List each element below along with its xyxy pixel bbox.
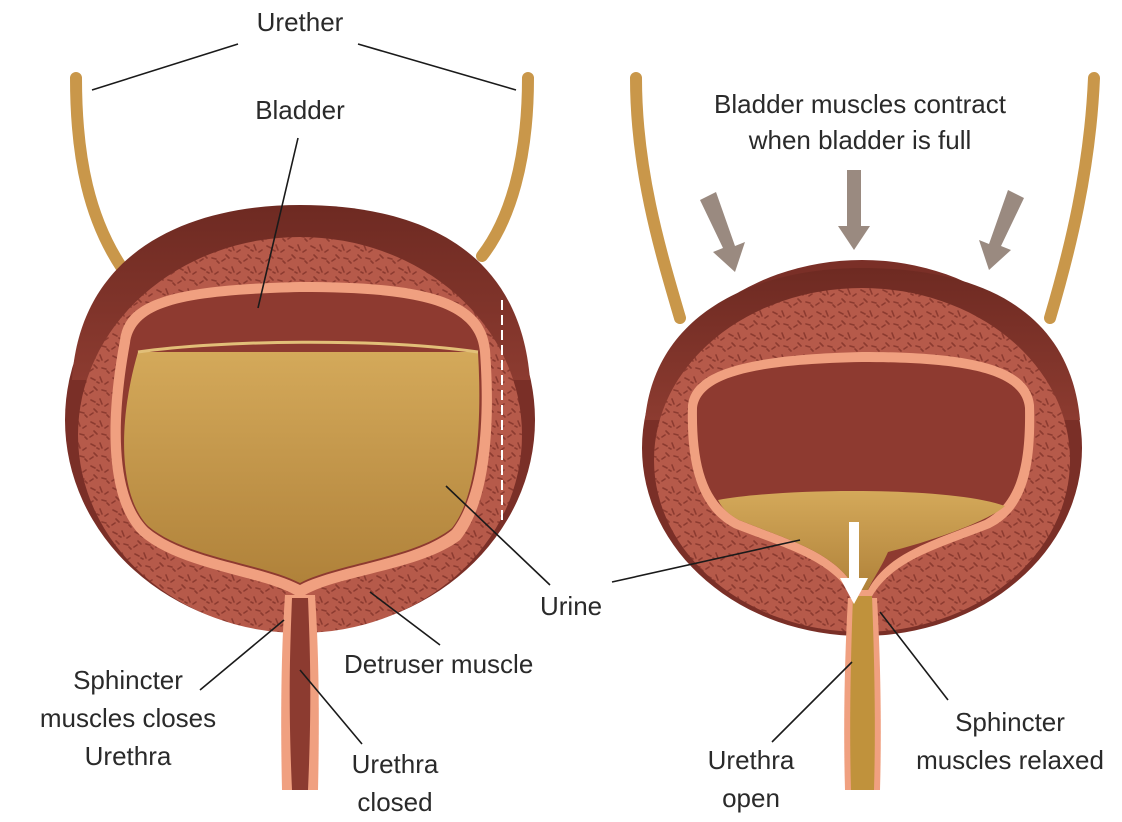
label-urethra-open-1: Urethra — [676, 744, 826, 776]
label-detruser-muscle: Detruser muscle — [344, 648, 533, 680]
label-urethra-closed-2: closed — [320, 786, 470, 818]
label-sphincter-relaxed-1: Sphincter — [900, 706, 1120, 738]
caption-line-1: Bladder muscles contract — [640, 88, 1080, 120]
label-sphincter-closes-1: Sphincter — [18, 664, 238, 696]
caption-line-2: when bladder is full — [640, 124, 1080, 156]
contraction-arrow-right — [979, 190, 1024, 270]
leader-urethra-open — [772, 662, 852, 742]
label-urether: Urether — [220, 6, 380, 38]
label-bladder: Bladder — [220, 94, 380, 126]
leader-urether-right — [358, 44, 516, 90]
label-sphincter-relaxed-2: muscles relaxed — [900, 744, 1120, 776]
left-ureter-left — [76, 78, 122, 268]
label-urethra-open-2: open — [676, 782, 826, 814]
label-sphincter-closes-3: Urethra — [18, 740, 238, 772]
contraction-arrow-center — [838, 170, 870, 250]
contraction-arrows — [700, 170, 1024, 272]
contraction-arrow-left — [700, 192, 745, 272]
leader-urether-left — [92, 44, 238, 90]
left-ureter-right — [482, 78, 528, 256]
label-sphincter-closes-2: muscles closes — [18, 702, 238, 734]
label-urine: Urine — [540, 590, 602, 622]
right-bladder — [636, 78, 1094, 790]
label-urethra-closed-1: Urethra — [320, 748, 470, 780]
